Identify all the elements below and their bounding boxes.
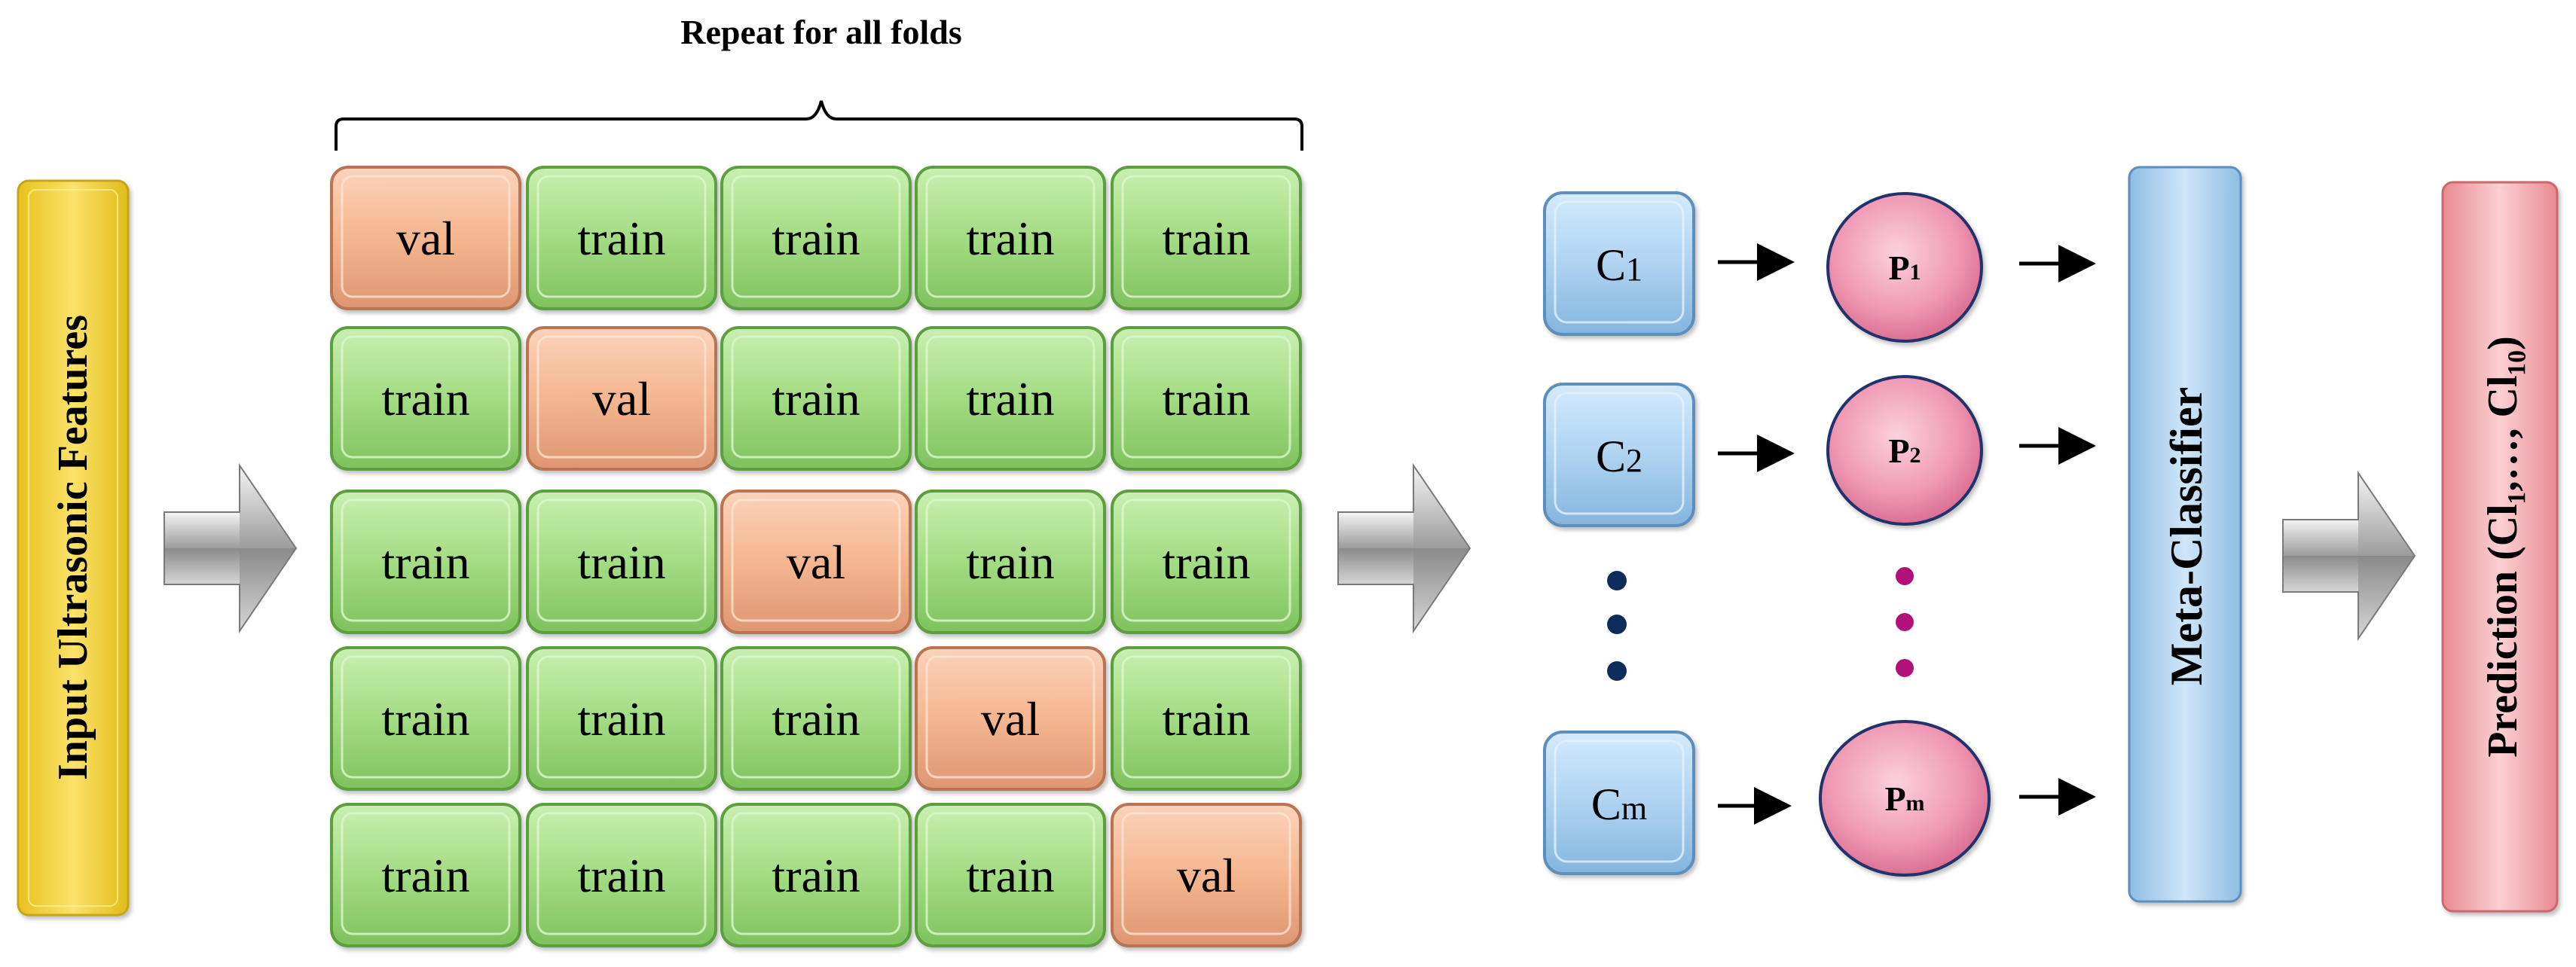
fold-cell-label: train: [577, 535, 665, 589]
fold-cell-val: val: [526, 326, 717, 471]
prediction-circle: Pm: [1819, 720, 1991, 877]
fold-cell-label: train: [577, 212, 665, 265]
fold-cell-train: train: [330, 490, 521, 634]
fold-cell-train: train: [720, 803, 912, 947]
fold-cell-label: val: [396, 212, 455, 265]
fold-cell-label: train: [966, 535, 1054, 589]
fold-cell-train: train: [720, 166, 912, 310]
fold-cell-label: train: [381, 692, 469, 746]
fold-cell-label: train: [1162, 212, 1250, 265]
fold-cell-label: val: [787, 535, 845, 589]
classifier-ellipsis: [1607, 571, 1627, 681]
input-features-bar: Input Ultrasonic Features: [17, 179, 130, 917]
fold-cell-train: train: [1111, 646, 1302, 791]
fold-cell-label: val: [981, 692, 1040, 746]
fold-cell-train: train: [1111, 490, 1302, 634]
classifier-box: Cm: [1543, 731, 1695, 875]
fold-cell-label: train: [1162, 372, 1250, 426]
prediction-label: P1: [1888, 249, 1921, 287]
gray-arrow-1: [163, 462, 298, 634]
gray-arrow-2: [1337, 462, 1471, 634]
fold-cell-val: val: [330, 166, 521, 310]
fold-cell-train: train: [330, 646, 521, 791]
fold-cell-label: train: [577, 692, 665, 746]
repeat-label: Repeat for all folds: [680, 13, 962, 51]
fold-cell-train: train: [915, 490, 1106, 634]
fold-cell-label: train: [772, 692, 860, 746]
fold-cell-train: train: [526, 166, 717, 310]
fold-cell-train: train: [526, 490, 717, 634]
fold-cell-label: train: [577, 849, 665, 902]
fold-cell-train: train: [915, 166, 1106, 310]
fold-cell-label: train: [381, 535, 469, 589]
fold-cell-train: train: [720, 326, 912, 471]
fold-cell-val: val: [720, 490, 912, 634]
fold-cell-label: train: [1162, 535, 1250, 589]
prediction-to-meta-arrows: [2019, 245, 2096, 816]
gray-arrow-3: [2282, 470, 2416, 642]
fold-grid: val train train train train train val train trai…: [330, 166, 1302, 947]
meta-classifier-label: Meta-Classifier: [2162, 387, 2211, 686]
fold-cell-label: train: [966, 849, 1054, 902]
fold-cell-label: train: [772, 372, 860, 426]
classifier-label: C2: [1596, 432, 1642, 481]
classifier-box: C2: [1543, 383, 1695, 527]
fold-cell-train: train: [1111, 166, 1302, 310]
fold-cell-train: train: [915, 803, 1106, 947]
classifier-to-prediction-arrows: [1718, 243, 1795, 825]
classifier-box: C1: [1543, 191, 1695, 336]
fold-cell-train: train: [720, 646, 912, 791]
prediction-output-label: Prediction (Cl₁,…, Cl₁₀): [2480, 336, 2526, 757]
fold-cell-train: train: [526, 646, 717, 791]
fold-cell-train: train: [1111, 326, 1302, 471]
meta-classifier-box: Meta-Classifier: [2128, 166, 2242, 903]
prediction-output-box: Prediction (Cl₁,…, Cl₁₀): [2441, 181, 2559, 913]
input-features-label: Input Ultrasonic Features: [50, 315, 96, 780]
fold-cell-label: train: [381, 849, 469, 902]
classifier-label: C1: [1596, 240, 1642, 290]
fold-cell-label: train: [966, 372, 1054, 426]
fold-cell-label: val: [592, 372, 651, 426]
fold-cell-train: train: [526, 803, 717, 947]
fold-cell-train: train: [330, 326, 521, 471]
prediction-ellipsis: [1896, 567, 1914, 677]
prediction-label: P2: [1888, 432, 1921, 470]
classifier-label: Cm: [1591, 779, 1647, 829]
repeat-brace: [335, 100, 1303, 151]
fold-cell-val: val: [915, 646, 1106, 791]
fold-cell-label: train: [381, 372, 469, 426]
fold-cell-train: train: [915, 326, 1106, 471]
fold-cell-train: train: [330, 803, 521, 947]
fold-cell-label: train: [772, 849, 860, 902]
fold-cell-label: train: [966, 212, 1054, 265]
fold-cell-val: val: [1111, 803, 1302, 947]
fold-cell-label: val: [1177, 849, 1236, 902]
prediction-circle: P1: [1826, 192, 1983, 343]
fold-cell-label: train: [772, 212, 860, 265]
prediction-label: Pm: [1884, 779, 1924, 818]
fold-cell-label: train: [1162, 692, 1250, 746]
prediction-circle: P2: [1826, 375, 1983, 526]
